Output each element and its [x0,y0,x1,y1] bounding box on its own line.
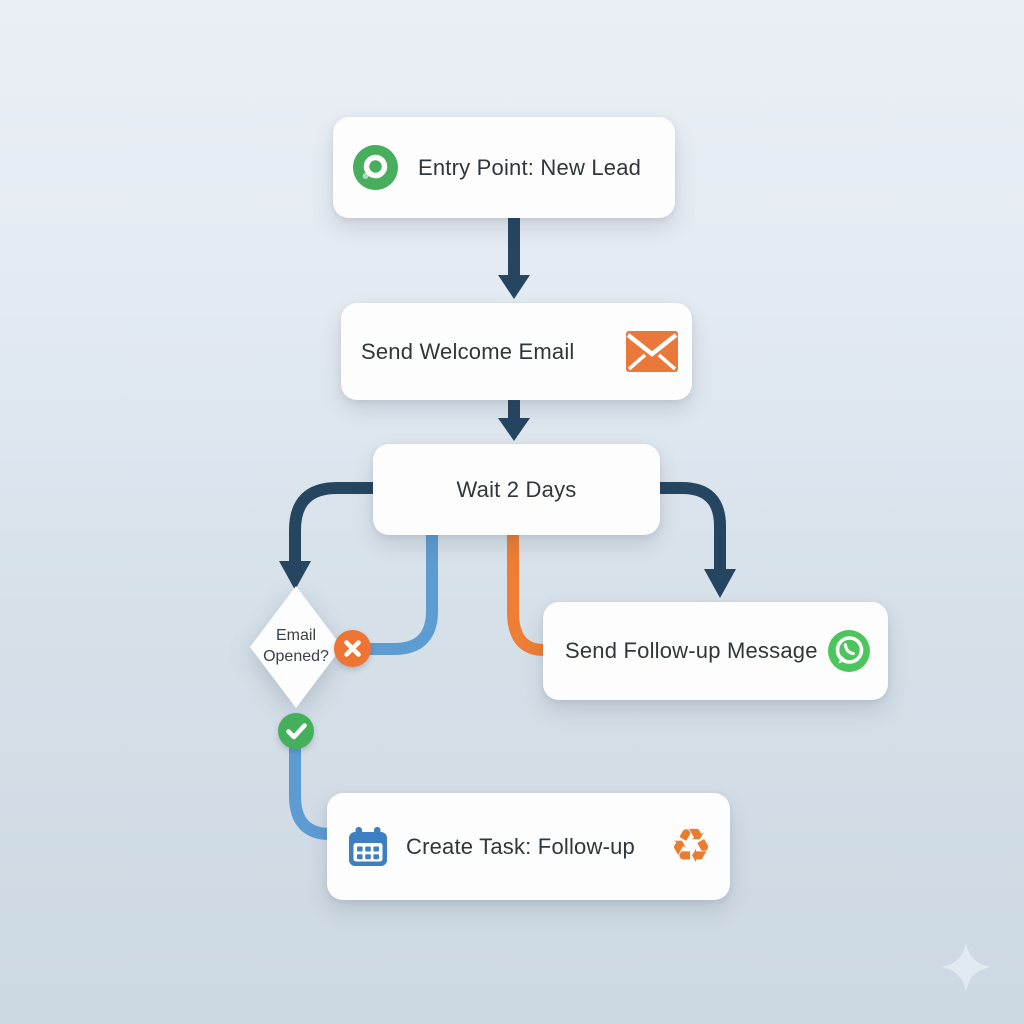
decision-label-line1: Email [275,627,316,645]
connector-wait-to-email-opened [289,482,373,564]
node-email-opened-decision[interactable]: Email Opened? [250,586,342,708]
node-send-followup-message[interactable]: Send Follow-up Message [543,602,888,700]
whatsapp-icon [828,630,870,672]
node-send-welcome-email-label: Send Welcome Email [361,338,575,364]
sparkle-icon [941,942,991,992]
calendar-icon [348,826,388,868]
x-icon [344,640,361,657]
arrowhead-wait-to-followup [704,569,736,598]
decision-diamond-shape: Email Opened? [250,586,342,708]
node-wait-2-days-label: Wait 2 Days [456,476,577,502]
connector-yes-badge-to-create-task [289,747,331,840]
connector-wait-to-no-badge [370,535,438,655]
node-wait-2-days[interactable]: Wait 2 Days [373,444,660,535]
connector-wait-to-followup [660,482,726,572]
check-icon [285,722,307,739]
decision-label-line2: Opened? [263,648,329,665]
lead-source-icon [353,145,398,190]
node-entry-point[interactable]: Entry Point: New Lead [333,117,675,218]
connector-wait-to-followup-orange [507,535,545,656]
node-send-welcome-email[interactable]: Send Welcome Email [341,303,692,400]
node-create-task-followup[interactable]: Create Task: Follow-up ♻ [327,793,730,900]
envelope-icon [626,329,678,374]
recycle-icon: ♻ [669,819,712,874]
node-send-followup-message-label: Send Follow-up Message [565,638,818,663]
arrowhead-wait-to-email-opened [279,561,311,590]
arrowhead-entry-to-welcome [498,275,530,299]
email-opened-no-badge[interactable] [334,630,371,667]
node-create-task-followup-label: Create Task: Follow-up [406,833,635,859]
node-entry-point-label: Entry Point: New Lead [418,154,642,180]
email-opened-yes-badge[interactable] [278,713,314,749]
arrowhead-welcome-to-wait [498,418,530,441]
